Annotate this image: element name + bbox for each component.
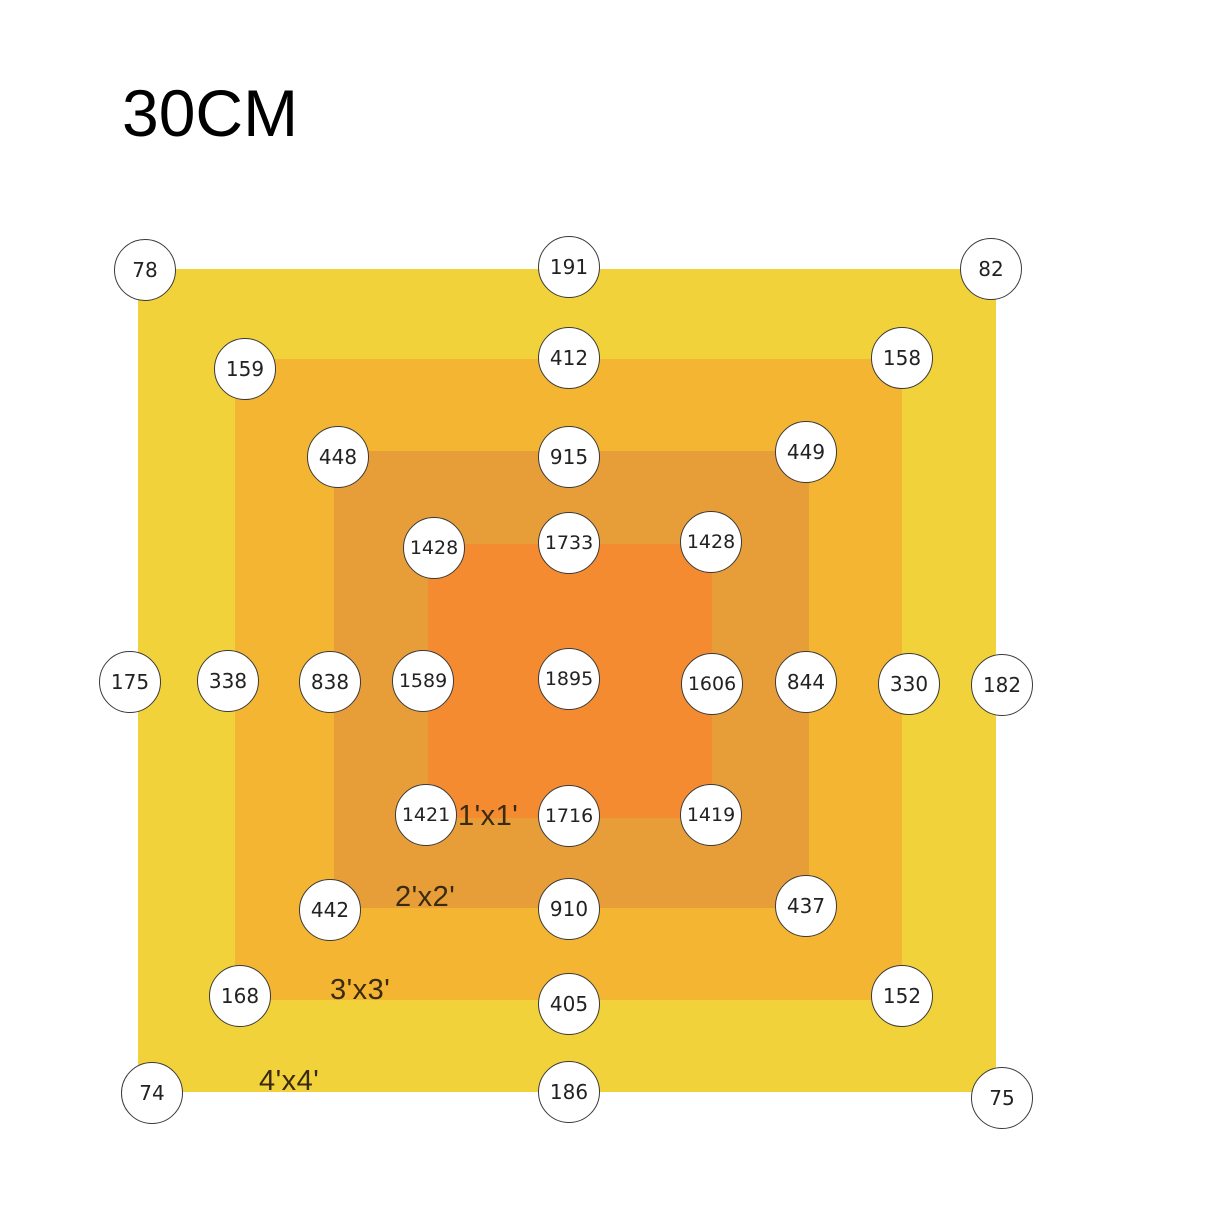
reading-point: 159 xyxy=(214,338,276,400)
reading-point: 1895 xyxy=(538,648,600,710)
reading-point: 82 xyxy=(960,238,1022,300)
reading-point: 449 xyxy=(775,421,837,483)
reading-point: 75 xyxy=(971,1067,1033,1129)
reading-point: 412 xyxy=(538,327,600,389)
reading-point: 1428 xyxy=(403,517,465,579)
reading-point: 78 xyxy=(114,239,176,301)
reading-point: 1589 xyxy=(392,650,454,712)
reading-point: 191 xyxy=(538,236,600,298)
zone-label-4x4: 4'x4' xyxy=(259,1065,320,1097)
reading-point: 1419 xyxy=(680,784,742,846)
reading-point: 915 xyxy=(538,426,600,488)
reading-point: 152 xyxy=(871,965,933,1027)
reading-point: 437 xyxy=(775,875,837,937)
reading-point: 168 xyxy=(209,965,271,1027)
reading-point: 1716 xyxy=(538,785,600,847)
zone-label-3x3: 3'x3' xyxy=(330,974,391,1006)
diagram-title: 30CM xyxy=(122,76,299,150)
reading-point: 1733 xyxy=(538,512,600,574)
reading-point: 182 xyxy=(971,654,1033,716)
reading-point: 1421 xyxy=(395,784,457,846)
reading-point: 158 xyxy=(871,327,933,389)
reading-point: 448 xyxy=(307,426,369,488)
reading-point: 844 xyxy=(775,651,837,713)
reading-point: 186 xyxy=(538,1061,600,1123)
reading-point: 175 xyxy=(99,651,161,713)
reading-point: 330 xyxy=(878,653,940,715)
reading-point: 910 xyxy=(538,878,600,940)
reading-point: 405 xyxy=(538,973,600,1035)
reading-point: 838 xyxy=(299,651,361,713)
reading-point: 442 xyxy=(299,879,361,941)
zone-label-2x2: 2'x2' xyxy=(395,881,456,913)
reading-point: 1606 xyxy=(681,653,743,715)
zone-label-1x1: 1'x1' xyxy=(458,800,519,832)
reading-point: 338 xyxy=(197,650,259,712)
reading-point: 74 xyxy=(121,1062,183,1124)
reading-point: 1428 xyxy=(680,511,742,573)
